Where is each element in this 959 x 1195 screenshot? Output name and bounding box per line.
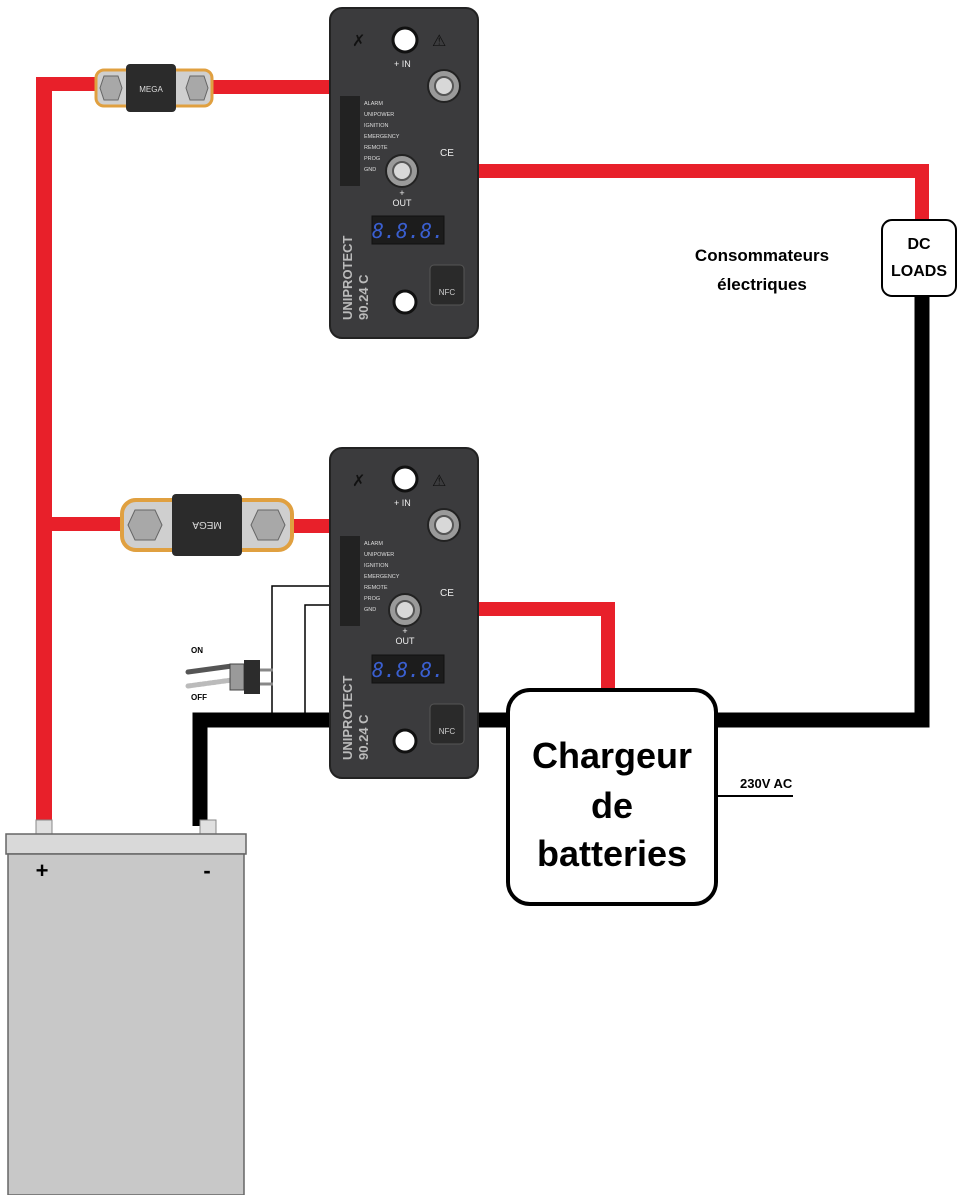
pin-label-gnd: GND [364,607,376,613]
loads-caption-2: électriques [717,275,807,294]
protector-top-model-2: 90.24 C [356,274,371,320]
pin-label-ignition: IGNITION [364,123,388,129]
protector-bottom-nfc: NFC [439,727,456,736]
warning-icon: ⚠ [432,471,446,490]
warning-icon: ⚠ [432,31,446,50]
protector-bottom-model-1: UNIPROTECT [340,675,355,760]
pin-label-unipower: UNIPOWER [364,112,394,118]
protector-bottom-out-plus: + [402,626,407,636]
battery-minus: - [203,858,210,883]
dc-loads-box [881,219,957,297]
fuse-top-label: MEGA [139,85,163,94]
protector-top: ✗ ⚠ + IN ALARM UNIPOWER IGNITION EMERGEN… [329,7,479,339]
pin-label-prog: PROG [364,596,380,602]
protector-top-out-plus: + [399,188,404,198]
fuse-bottom-label: MEGA [192,519,222,530]
ac-label: 230V AC [740,776,793,791]
protector-bottom-display: 8.8.8. [372,658,444,682]
protector-bottom-pins: ALARM UNIPOWER IGNITION EMERGENCY REMOTE… [340,536,400,626]
protector-top-in-label: + IN [394,59,411,69]
control-wire-2 [304,604,340,720]
pin-label-emergency: EMERGENCY [364,574,400,580]
control-wire-1 [271,585,340,720]
protector-top-pins: ALARM UNIPOWER IGNITION EMERGENCY REMOTE… [340,96,400,186]
protector-bottom: ✗ ⚠ + IN ALARM UNIPOWER IGNITION EMERGEN… [329,447,479,779]
switch-off-label: OFF [191,693,207,702]
toggle-switch: ON OFF [185,646,273,702]
pin-label-remote: REMOTE [364,145,388,151]
loads-caption-1: Consommateurs [695,246,829,265]
wire-out-top-to-loads [400,164,929,230]
protector-top-nfc: NFC [439,288,456,297]
weee-icon: ✗ [352,31,365,50]
charger-label-3: batteries [537,833,687,874]
protector-top-display: 8.8.8. [372,219,444,243]
protector-bottom-model-2: 90.24 C [356,714,371,760]
dc-loads-label-2: LOADS [891,263,947,280]
protector-top-out-label: OUT [393,198,413,208]
charger-label-1: Chargeur [532,735,692,776]
pin-label-ignition: IGNITION [364,563,388,569]
pin-label-gnd: GND [364,167,376,173]
pin-label-alarm: ALARM [364,101,383,107]
protector-top-model-1: UNIPROTECT [340,235,355,320]
protector-bottom-out-label: OUT [396,636,416,646]
weee-icon: ✗ [352,471,365,490]
pin-label-alarm: ALARM [364,541,383,547]
battery: + - [5,819,247,1195]
pin-label-remote: REMOTE [364,585,388,591]
fuse-top: MEGA [94,64,214,112]
protector-bottom-in-label: + IN [394,498,411,508]
battery-plus: + [36,858,49,883]
pin-label-emergency: EMERGENCY [364,134,400,140]
fuse-bottom: MEGA [120,494,294,556]
pin-label-prog: PROG [364,156,380,162]
dc-loads-label-1: DC [907,236,931,253]
pin-label-unipower: UNIPOWER [364,552,394,558]
protector-bottom-ce: CE [440,588,454,599]
protector-top-ce: CE [440,148,454,159]
charger-label-2: de [591,785,633,826]
switch-on-label: ON [191,646,203,655]
charger-box [506,688,718,906]
